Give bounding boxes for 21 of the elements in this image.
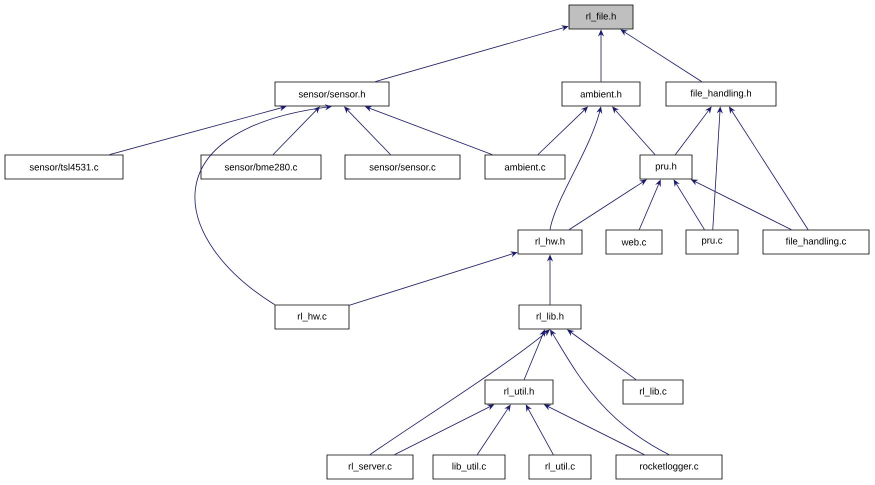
- file-box: file_handling.c: [762, 230, 870, 254]
- file-box: rl_hw.h: [518, 230, 582, 254]
- file-box: sensor/sensor.h: [274, 82, 390, 106]
- file-box: pru.c: [686, 230, 738, 254]
- file-box: rl_util.c: [528, 454, 592, 480]
- file-box: pru.h: [640, 154, 692, 180]
- file-box: ambient.c: [484, 154, 566, 180]
- file-box: sensor/sensor.c: [344, 154, 460, 180]
- file-box: rl_lib.c: [622, 380, 684, 404]
- file-box: sensor/tsl4531.c: [4, 154, 124, 180]
- file-box: web.c: [606, 230, 662, 254]
- file-box: rl_util.h: [484, 380, 554, 404]
- file-box: rl_lib.h: [518, 304, 582, 330]
- file-box: sensor/bme280.c: [200, 154, 322, 180]
- file-box: file_handling.h: [666, 82, 776, 106]
- file-box: ambient.h: [562, 82, 640, 106]
- file-box: rl_hw.c: [274, 304, 350, 330]
- file-box: rocketlogger.c: [616, 454, 722, 480]
- file-box: rl_server.c: [326, 454, 414, 480]
- file-box: rl_file.h: [568, 4, 634, 30]
- file-box: lib_util.c: [432, 454, 506, 480]
